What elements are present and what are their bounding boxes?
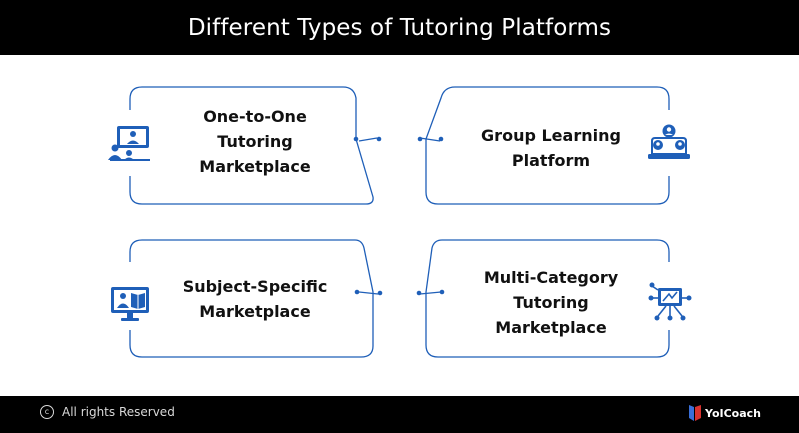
- card-line: Marketplace: [199, 157, 311, 176]
- video-tutoring-icon: [108, 126, 150, 161]
- page-title: Different Types of Tutoring Platforms: [187, 14, 612, 41]
- card-line: Group Learning: [481, 126, 621, 145]
- copyright: c All rights Reserved: [40, 405, 175, 419]
- card-line: Subject-Specific: [182, 277, 328, 296]
- card-line: Platform: [511, 151, 591, 170]
- card-multi-category: Multi-Category Tutoring Marketplace: [461, 265, 641, 340]
- card-line: Marketplace: [199, 302, 311, 321]
- card-outline-group: [425, 86, 670, 205]
- rights-text: All rights Reserved: [62, 405, 175, 419]
- card-line: Multi-Category: [483, 268, 619, 287]
- multi-category-network-icon: [648, 282, 692, 321]
- group-learning-icon: [648, 124, 690, 159]
- computer-subject-icon: [111, 287, 149, 321]
- card-line: Tutoring: [217, 132, 293, 151]
- card-line: One-to-One: [203, 107, 307, 126]
- card-line: Tutoring: [513, 293, 589, 312]
- copyright-icon: c: [40, 405, 54, 419]
- card-outline-subject: [129, 239, 374, 358]
- card-group-learning: Group Learning Platform: [458, 123, 644, 173]
- card-outline-one-to-one: [129, 86, 374, 205]
- card-outline-multi: [425, 239, 670, 358]
- card-line: Marketplace: [495, 318, 607, 337]
- card-subject-specific: Subject-Specific Marketplace: [160, 274, 350, 324]
- footer-bar: c All rights Reserved YoICoach: [0, 396, 799, 433]
- brand-logo: YoICoach: [689, 404, 761, 422]
- header-bar: Different Types of Tutoring Platforms: [0, 0, 799, 55]
- brand-name: YoICoach: [705, 406, 762, 420]
- brand-shield-icon: [689, 405, 701, 421]
- card-one-to-one: One-to-One Tutoring Marketplace: [165, 104, 345, 179]
